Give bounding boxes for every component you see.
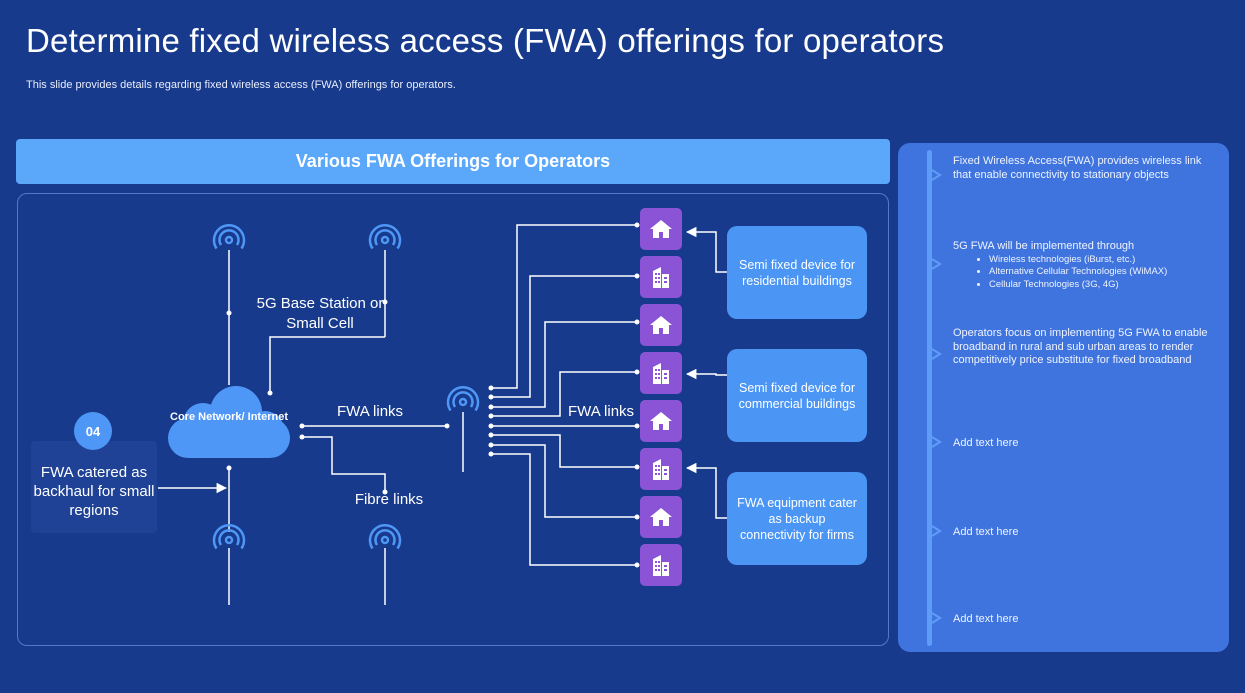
backup-bubble-text: FWA equipment cater as backup connectivi… [737,495,857,542]
list-item: Alternative Cellular Technologies (WiMAX… [989,266,1215,279]
fwa-links-right-label: FWA links [567,403,635,420]
fibre-links-label: Fibre links [354,491,424,508]
base-station-label: 5G Base Station or Small Cell [256,295,384,332]
cloud-icon [168,386,290,458]
backup-bubble: FWA equipment cater as backup connectivi… [727,472,867,565]
residential-bubble: Semi fixed device for residential buildi… [727,226,867,319]
list-item: Cellular Technologies (3G, 4G) [989,279,1215,292]
page-subtitle: This slide provides details regarding fi… [26,79,456,91]
technology-list: Wireless technologies (iBurst, etc.) Alt… [953,254,1215,292]
panel-note-2-intro: 5G FWA will be implemented through [953,240,1135,252]
fwa-links-left-label: FWA links [336,403,404,420]
notes-panel [898,143,1229,652]
panel-note-2: 5G FWA will be implemented through Wirel… [953,240,1215,291]
panel-note-3: Operators focus on implementing 5G FWA t… [953,327,1208,366]
building-icon [640,544,682,586]
core-network-label: Core Network/ Internet [170,411,288,423]
residential-bubble-text: Semi fixed device for residential buildi… [738,257,856,288]
house-icon [640,208,682,250]
house-icon [640,496,682,538]
house-icon [640,400,682,442]
panel-placeholder-2: Add text here [953,526,1019,538]
building-icon [640,448,682,490]
panel-placeholder-1: Add text here [953,437,1019,449]
backhaul-box: FWA catered as backhaul for small region… [31,441,157,533]
offerings-banner: Various FWA Offerings for Operators [16,139,890,184]
backhaul-text: FWA catered as backhaul for small region… [33,463,155,519]
step-badge: 04 [74,412,112,450]
commercial-bubble-text: Semi fixed device for commercial buildin… [738,380,856,411]
panel-note-1: Fixed Wireless Access(FWA) provides wire… [953,155,1202,181]
page-title: Determine fixed wireless access (FWA) of… [26,22,945,59]
building-icon [640,256,682,298]
list-item: Wireless technologies (iBurst, etc.) [989,254,1215,267]
building-icon [640,352,682,394]
diagram-frame [17,193,889,646]
panel-placeholder-3: Add text here [953,613,1019,625]
house-icon [640,304,682,346]
commercial-bubble: Semi fixed device for commercial buildin… [727,349,867,442]
timeline-bar [927,150,932,646]
